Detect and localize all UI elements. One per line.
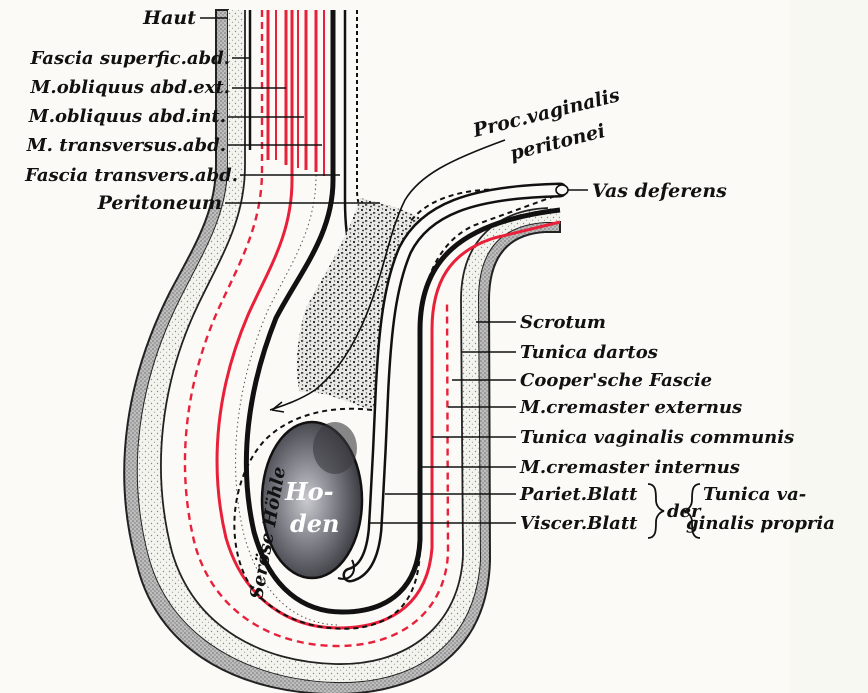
label-haut: Haut xyxy=(142,7,196,29)
label-cooper-fascie: Cooper'sche Fascie xyxy=(520,370,712,391)
label-hoden-1: Ho- xyxy=(284,477,334,506)
label-scrotum: Scrotum xyxy=(520,312,606,333)
label-peritoneum: Peritoneum xyxy=(97,192,222,214)
label-cremaster-int: M.cremaster internus xyxy=(519,457,740,478)
label-tunica-vag-propria-2: ginalis propria xyxy=(686,513,835,534)
label-transversus: M. transversus.abd. xyxy=(26,135,226,156)
label-obliquus-int: M.obliquus abd.int. xyxy=(28,106,226,127)
label-viscer-blatt: Viscer.Blatt xyxy=(520,513,638,534)
label-fascia-transvers: Fascia transvers.abd. xyxy=(24,165,238,186)
label-tunica-vag-communis: Tunica vaginalis communis xyxy=(520,427,794,448)
label-tunica-dartos: Tunica dartos xyxy=(520,342,658,363)
label-tunica-vag-propria-1: Tunica va- xyxy=(703,484,806,505)
label-fascia-superfic: Fascia superfic.abd. xyxy=(30,48,230,69)
background-page-texture xyxy=(790,0,868,693)
label-cremaster-ext: M.cremaster externus xyxy=(519,397,742,418)
abdominal-muscle-bands xyxy=(250,10,355,262)
label-hoden-2: den xyxy=(290,509,340,538)
label-obliquus-ext: M.obliquus abd.ext. xyxy=(30,77,231,98)
label-vas-deferens: Vas deferens xyxy=(592,180,727,202)
label-pariet-blatt: Pariet.Blatt xyxy=(519,484,638,505)
peritoneum-dashed-line xyxy=(357,10,372,222)
